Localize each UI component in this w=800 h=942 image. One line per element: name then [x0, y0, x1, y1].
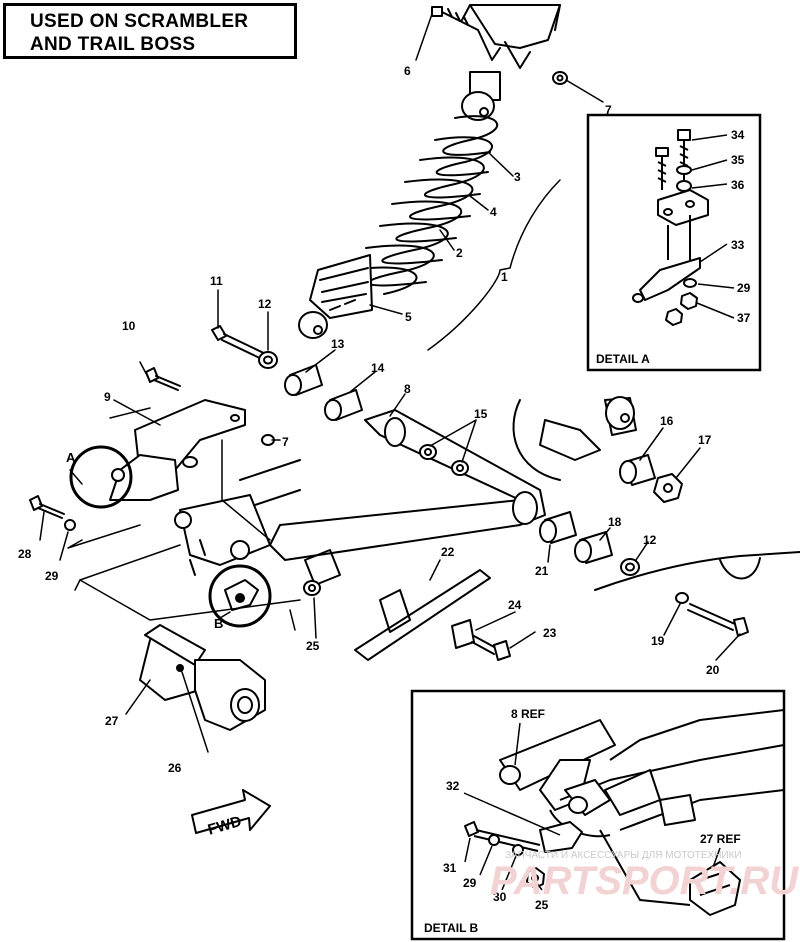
callout-27-ref: 27 REF — [700, 832, 741, 846]
callout-25: 25 — [306, 639, 320, 653]
front-bracket — [69, 399, 246, 509]
callout-14: 14 — [371, 361, 385, 375]
callout-13: 13 — [331, 337, 345, 351]
bushing-21 — [539, 511, 577, 544]
callout-28: 28 — [18, 547, 32, 561]
upper-frame-bracket — [461, 4, 561, 69]
callout-11: 11 — [210, 274, 223, 288]
callout-18: 18 — [608, 515, 622, 529]
callout-19: 19 — [651, 634, 665, 648]
rear-nut-17 — [653, 473, 683, 503]
washer-12-rear — [620, 558, 640, 576]
detail-b-callout: B — [214, 616, 223, 631]
rear-bushing-16 — [619, 454, 656, 486]
callout-12-rear: 12 — [643, 533, 657, 547]
shock-body — [298, 254, 373, 339]
forward-arrow — [191, 789, 271, 834]
callout-23: 23 — [543, 626, 557, 640]
callout-37: 37 — [737, 311, 751, 325]
callout-10: 10 — [122, 319, 136, 333]
bolt-20 — [687, 603, 749, 637]
washer-15b — [451, 460, 469, 476]
callout-2: 2 — [456, 246, 463, 260]
callout-4: 4 — [490, 205, 497, 219]
chain-housing — [139, 624, 266, 731]
callout-8-ref: 8 REF — [511, 707, 545, 721]
callout-21: 21 — [535, 564, 549, 578]
callout-36: 36 — [731, 178, 745, 192]
callout-29-detail-a: 29 — [737, 281, 751, 295]
rear-pivot-bracket — [512, 396, 637, 481]
detail-b-callout-circle — [208, 564, 272, 628]
callout-29-detail-b: 29 — [463, 876, 477, 890]
callout-27: 27 — [105, 714, 119, 728]
watermark-text: ЗАПЧАСТИ И АКСЕССУАРЫ ДЛЯ МОТОТЕХНИКИ — [505, 850, 742, 861]
callout-17: 17 — [698, 433, 712, 447]
frame-rail — [594, 551, 800, 591]
washer-19 — [675, 592, 689, 604]
title-line-1: USED ON SCRAMBLER — [30, 11, 249, 32]
bolt-23 — [471, 635, 511, 661]
title-box: USED ON SCRAMBLER AND TRAIL BOSS — [3, 3, 297, 59]
callout-6: 6 — [404, 64, 411, 78]
callout-20: 20 — [706, 663, 720, 677]
leader-lines — [39, 13, 741, 753]
callout-12-top: 12 — [258, 297, 272, 311]
shock-lower-washer — [258, 351, 278, 369]
upper-mount-nut — [552, 71, 568, 85]
skid-plate — [304, 549, 491, 661]
pivot-bushing-14 — [324, 389, 363, 421]
callout-35: 35 — [731, 153, 745, 167]
callout-22: 22 — [441, 545, 455, 559]
callout-15: 15 — [474, 407, 488, 421]
detail-a-box — [586, 113, 762, 372]
mount-bolt-10 — [145, 367, 181, 391]
upper-mount-bolt — [431, 6, 479, 31]
callout-5: 5 — [405, 310, 412, 324]
callout-8: 8 — [404, 382, 411, 396]
callout-1: 1 — [501, 270, 508, 284]
washer-29 — [64, 519, 76, 531]
pivot-bushing-13 — [284, 364, 323, 396]
callout-30: 30 — [493, 890, 507, 904]
bolt-28 — [29, 495, 65, 519]
callout-24: 24 — [508, 598, 522, 612]
callout-34: 34 — [731, 128, 745, 142]
callout-7-mid: 7 — [282, 435, 289, 449]
shock-top-eye — [461, 71, 501, 121]
nut-25 — [303, 580, 321, 596]
callout-labels: 6 7 3 4 2 1 5 11 12 10 13 14 8 9 7 15 16… — [18, 64, 799, 935]
watermark-logo: PARTSPORT.RU — [490, 859, 799, 903]
shock-spring — [351, 115, 498, 295]
spacer-24 — [451, 619, 475, 649]
callout-32: 32 — [446, 779, 460, 793]
callout-9: 9 — [104, 390, 111, 404]
swing-arm — [174, 409, 546, 576]
detail-b-box — [410, 689, 786, 941]
callout-31: 31 — [443, 861, 457, 875]
detail-a-label: DETAIL A — [596, 352, 650, 366]
shock-lower-bolt — [211, 325, 271, 363]
callout-7-top: 7 — [605, 103, 612, 117]
callout-33: 33 — [731, 238, 745, 252]
washer-15a — [419, 444, 437, 460]
callout-26: 26 — [168, 761, 182, 775]
callout-16: 16 — [660, 414, 674, 428]
title-line-2: AND TRAIL BOSS — [30, 34, 196, 55]
detail-a-callout: A — [66, 450, 76, 465]
callout-29: 29 — [45, 569, 59, 583]
callout-3: 3 — [514, 170, 521, 184]
bushing-18 — [574, 531, 613, 564]
detail-b-label: DETAIL B — [424, 921, 479, 935]
callout-25-detail-b: 25 — [535, 898, 549, 912]
